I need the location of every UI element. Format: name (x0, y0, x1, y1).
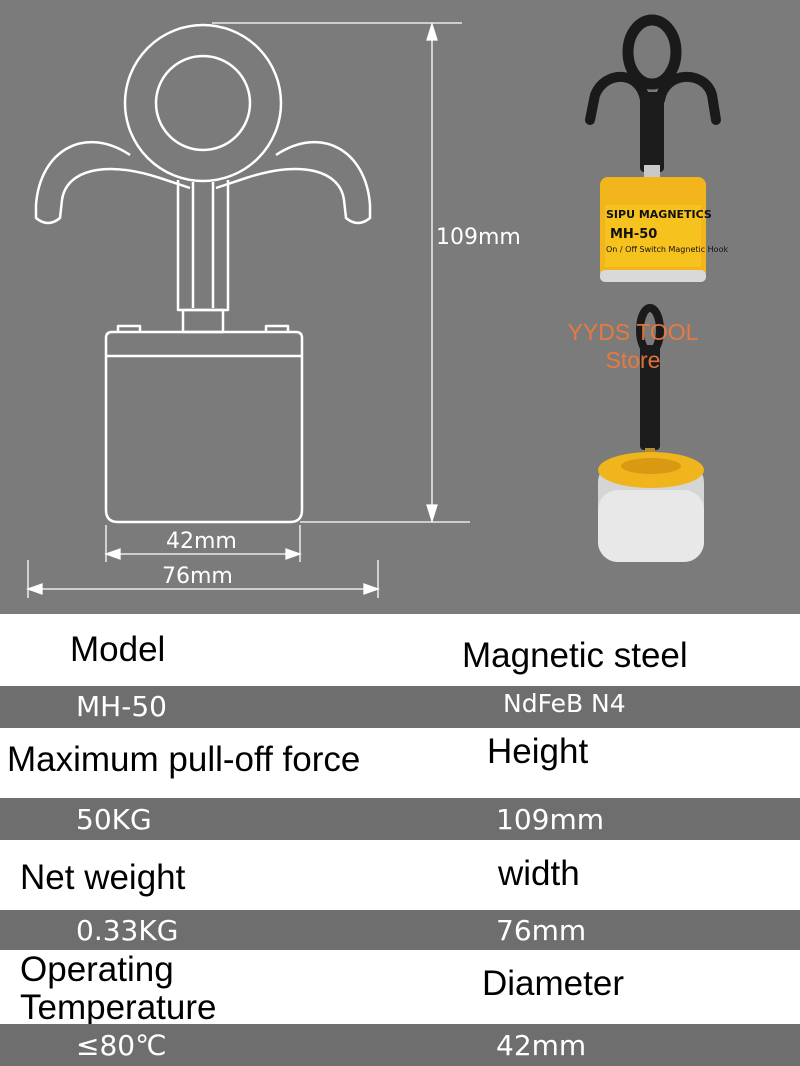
spec-header-row: Model Magnetic steel (0, 614, 800, 686)
net-weight-value: 0.33KG (76, 914, 179, 947)
height-dimension (212, 21, 470, 524)
model-label: Model (70, 630, 166, 669)
spec-value-row: 0.33KG 76mm (0, 910, 800, 950)
spec-header-row: Maximum pull-off force Height (0, 728, 800, 798)
brand-text: SIPU MAGNETICS (606, 208, 712, 221)
hook-outline (34, 23, 372, 524)
width-dimensions (26, 525, 380, 598)
height-dimension-label: 109mm (436, 225, 521, 250)
height-value: 109mm (496, 803, 604, 836)
product-diagram-panel: SIPU MAGNETICS MH-50 On / Off Switch Mag… (0, 0, 800, 614)
spec-header-row: Net weight width (0, 840, 800, 910)
inner-width-dimension-label: 42mm (166, 529, 237, 554)
model-value: MH-50 (76, 690, 167, 723)
product-model-text: MH-50 (610, 227, 657, 242)
outer-width-dimension-label: 76mm (162, 564, 233, 589)
store-watermark: YYDS TOOL Store (548, 318, 718, 374)
product-subtitle-text: On / Off Switch Magnetic Hook (606, 245, 728, 254)
width-value: 76mm (496, 914, 587, 947)
watermark-line-1: YYDS TOOL (567, 319, 699, 345)
dimension-drawing: SIPU MAGNETICS MH-50 On / Off Switch Mag… (26, 14, 728, 598)
width-label: width (498, 854, 580, 893)
operating-temperature-label-line-2: Temperature (20, 988, 217, 1027)
magnetic-steel-label: Magnetic steel (462, 636, 688, 675)
spec-value-row: ≤80℃ 42mm (0, 1024, 800, 1066)
product-photo-top: SIPU MAGNETICS MH-50 On / Off Switch Mag… (585, 14, 728, 282)
magnetic-steel-value: NdFeB N4 (503, 689, 626, 718)
spec-header-row: Operating Temperature Diameter (0, 950, 800, 1027)
operating-temperature-value: ≤80℃ (76, 1029, 167, 1062)
height-label: Height (487, 732, 589, 771)
diameter-label: Diameter (482, 964, 624, 1003)
watermark-line-2: Store (605, 347, 661, 373)
net-weight-label: Net weight (20, 858, 186, 897)
spec-value-row: 50KG 109mm (0, 798, 800, 840)
max-pull-off-force-label: Maximum pull-off force (7, 740, 361, 779)
spec-value-row: MH-50 NdFeB N4 (0, 686, 800, 728)
operating-temperature-label-line-1: Operating (20, 950, 174, 989)
product-photo-bottom (598, 304, 704, 562)
diameter-value: 42mm (496, 1029, 587, 1062)
max-pull-off-force-value: 50KG (76, 803, 152, 836)
